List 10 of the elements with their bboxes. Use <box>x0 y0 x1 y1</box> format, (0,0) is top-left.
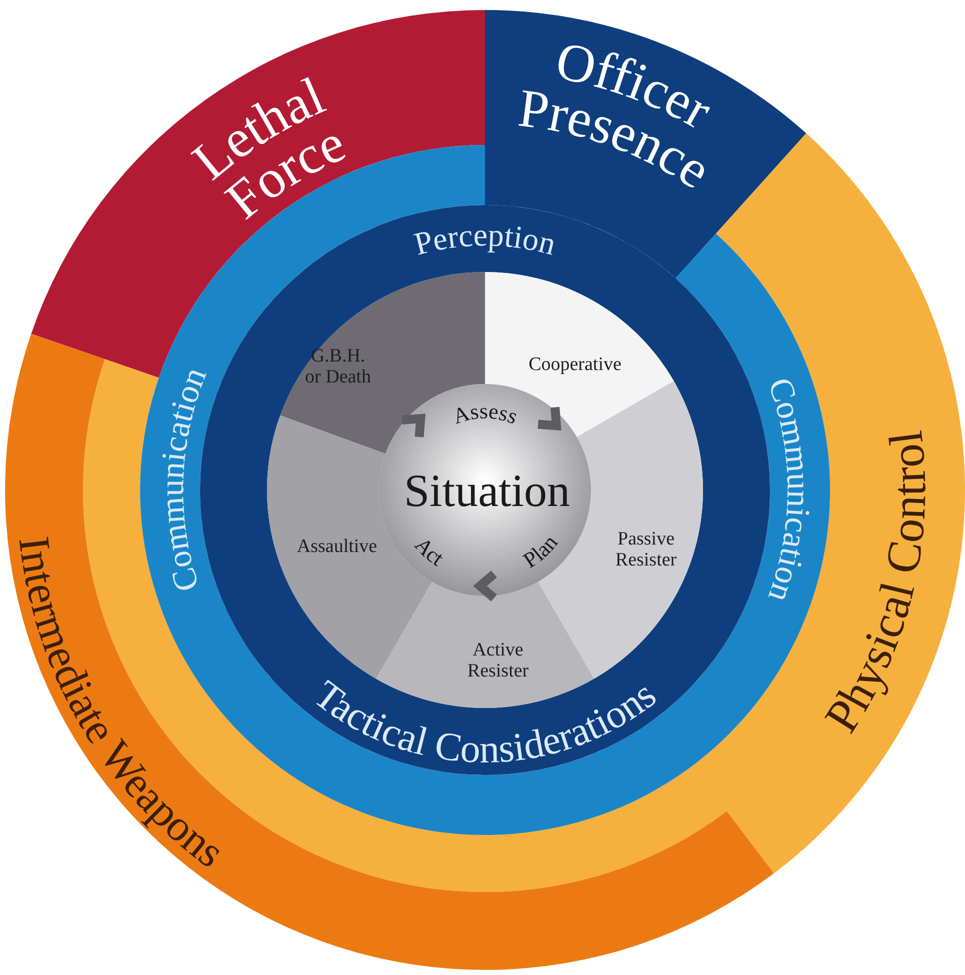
segment-label: Active Resister <box>467 640 529 682</box>
center-title: Situation <box>404 465 570 516</box>
segment-label: Cooperative <box>528 354 622 375</box>
cycle-step-label: Assess <box>450 398 522 429</box>
segment-label: Assaultive <box>296 536 378 557</box>
segment-label: Passive Resister <box>615 528 677 570</box>
cycle-step-label: Plan <box>518 530 562 573</box>
cycle-step-label: Act <box>410 532 448 571</box>
segment-label: G.B.H. or Death <box>305 346 371 388</box>
ring-label: Perception <box>410 216 560 262</box>
